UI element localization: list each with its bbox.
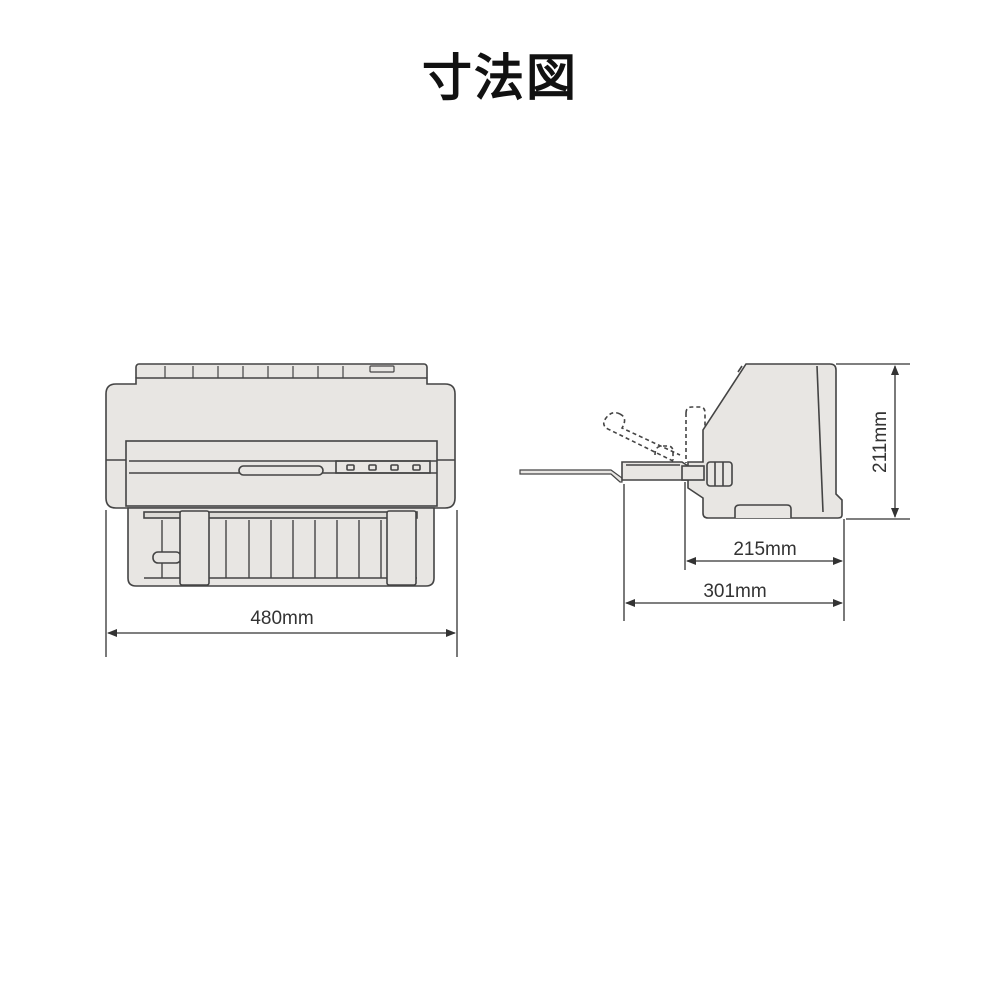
width-dimension	[105, 510, 458, 657]
page-title: 寸法図	[422, 49, 578, 107]
width-label: 480mm	[250, 608, 313, 629]
printer-front-view	[105, 363, 456, 587]
printer-side-view	[519, 363, 843, 519]
depth-label: 215mm	[733, 539, 796, 560]
depth-with-tray-label: 301mm	[703, 581, 766, 602]
height-label: 211mm	[870, 411, 891, 473]
side-dimensions	[623, 363, 910, 621]
